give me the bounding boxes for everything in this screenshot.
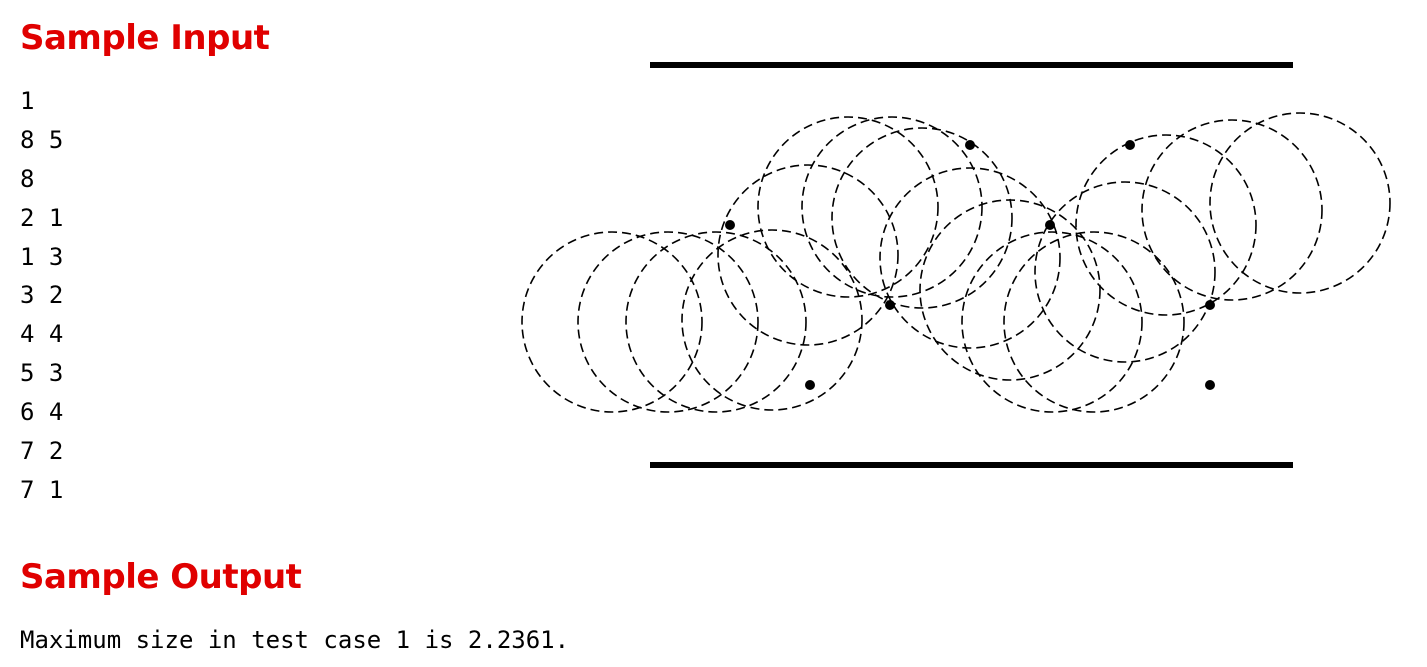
input-line: 7 1 — [20, 475, 64, 504]
corridor-walls — [650, 62, 1293, 468]
input-line: 2 1 — [20, 203, 64, 232]
dashed-circle — [879, 167, 1061, 349]
dashed-circle — [757, 116, 939, 298]
sample-input-block: 1 8 5 8 2 1 1 3 3 2 4 4 5 3 6 4 7 2 7 1 — [20, 82, 63, 510]
input-line: 4 4 — [20, 320, 64, 349]
input-line: 3 2 — [20, 281, 64, 310]
dashed-circle — [831, 127, 1013, 309]
input-line: 8 — [20, 164, 35, 193]
dashed-circle — [1003, 231, 1185, 413]
point-dot — [1205, 380, 1215, 390]
input-line: 5 3 — [20, 359, 64, 388]
point-dot — [1125, 140, 1135, 150]
dashed-circle — [1209, 112, 1391, 294]
point-dot — [965, 140, 975, 150]
dashed-circle — [1141, 119, 1323, 301]
input-line: 8 5 — [20, 125, 64, 154]
dashed-circle — [1075, 134, 1257, 316]
input-line: 7 2 — [20, 437, 64, 466]
dashed-circle — [1034, 181, 1216, 363]
point-dot — [885, 300, 895, 310]
sample-input-heading: Sample Input — [20, 18, 270, 58]
input-line: 1 3 — [20, 242, 64, 271]
dashed-circle — [521, 231, 703, 413]
input-line: 1 — [20, 87, 35, 115]
dashed-circle — [681, 229, 863, 411]
point-dot — [1205, 300, 1215, 310]
point-dot — [805, 380, 815, 390]
dashed-circle — [961, 231, 1143, 413]
dashed-circle — [801, 116, 983, 298]
input-line: 6 4 — [20, 398, 64, 427]
dashed-circle — [577, 231, 759, 413]
sample-output-text: Maximum size in test case 1 is 2.2361. — [20, 626, 570, 654]
points — [725, 140, 1215, 390]
dashed-circle — [919, 199, 1101, 381]
point-dot — [1045, 220, 1055, 230]
sample-output-heading: Sample Output — [20, 557, 302, 597]
dashed-circle — [625, 231, 807, 413]
dashed-circle — [717, 164, 899, 346]
point-dot — [725, 220, 735, 230]
dashed-circles — [521, 112, 1391, 413]
